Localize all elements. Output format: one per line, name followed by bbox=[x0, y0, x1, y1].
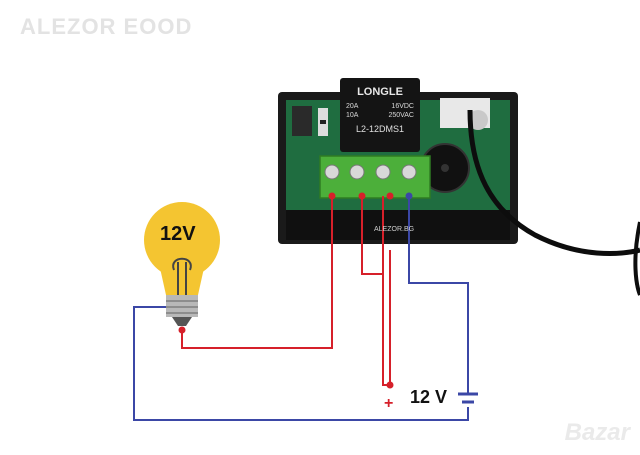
bulb-glass bbox=[144, 202, 220, 278]
blue-wires bbox=[133, 196, 469, 421]
red-wire-supply bbox=[382, 274, 390, 386]
thermostat-module bbox=[278, 78, 518, 244]
relay-brand: LONGLE bbox=[357, 86, 403, 98]
bulb-voltage-label: 12V bbox=[160, 223, 196, 245]
plus-sign: + bbox=[384, 395, 393, 412]
blue-wire-terminal bbox=[408, 196, 469, 393]
sensor-cable bbox=[467, 109, 640, 257]
relay-spec-left-2: 10A bbox=[346, 112, 359, 119]
terminal-screw-4 bbox=[401, 164, 417, 180]
red-dot-supply bbox=[386, 381, 394, 389]
brand-mark: Bazar bbox=[564, 419, 630, 446]
watermark-text: ALEZOR EOOD bbox=[20, 14, 193, 39]
pcb-component bbox=[292, 106, 312, 136]
red-dot-1 bbox=[328, 192, 336, 200]
relay-label: LONGLE 20A 10A 16VDC 250VAC L2-12DMS1 bbox=[340, 80, 420, 150]
pcb-marking: ALEZOR.BG bbox=[374, 226, 415, 233]
battery-symbol bbox=[458, 392, 478, 404]
relay-model: L2-12DMS1 bbox=[355, 124, 405, 134]
red-dot-bulb bbox=[178, 326, 186, 334]
relay-spec-left-1: 20A bbox=[346, 103, 359, 110]
red-dot-3 bbox=[386, 192, 394, 200]
blue-dot-1 bbox=[405, 192, 413, 200]
relay-spec-right-2: 250VAC bbox=[388, 112, 414, 119]
relay bbox=[340, 78, 420, 152]
terminal-screw-2 bbox=[349, 164, 365, 180]
light-bulb bbox=[144, 202, 220, 326]
relay-spec-right: 16VDC 250VAC bbox=[388, 102, 414, 120]
terminal-screw-1 bbox=[324, 164, 340, 180]
blue-wire-bulb bbox=[133, 306, 469, 421]
red-wire-bulb bbox=[181, 196, 333, 349]
terminal-screw-3 bbox=[375, 164, 391, 180]
bulb-filament bbox=[172, 257, 192, 271]
relay-spec-right-1: 16VDC bbox=[391, 103, 414, 110]
sensor-cable-end bbox=[633, 221, 640, 296]
supply-voltage-label: 12 V bbox=[410, 387, 448, 407]
red-dot-2 bbox=[358, 192, 366, 200]
red-wire-jumper-a bbox=[361, 196, 383, 275]
relay-spec-left: 20A 10A bbox=[346, 102, 358, 120]
